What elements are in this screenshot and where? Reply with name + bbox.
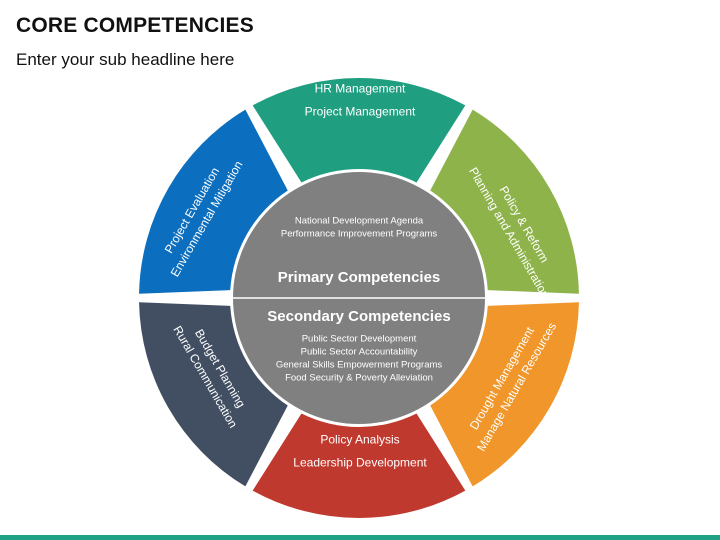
segment-top-label-1: HR Management xyxy=(315,82,406,96)
primary-item-2: Performance Improvement Programs xyxy=(281,229,438,240)
secondary-item-3: General Skills Empowerment Programs xyxy=(276,360,443,371)
secondary-item-4: Food Security & Poverty Alleviation xyxy=(285,373,433,384)
secondary-item-2: Public Sector Accountability xyxy=(301,347,418,358)
segment-upper-right xyxy=(430,109,579,294)
segment-upper-left xyxy=(139,109,288,294)
page-title: CORE COMPETENCIES xyxy=(16,14,254,37)
segment-lower-left xyxy=(139,302,288,487)
segment-top-label-2: Project Management xyxy=(305,105,416,119)
primary-heading: Primary Competencies xyxy=(278,269,441,286)
segment-bottom-label-1: Policy Analysis xyxy=(320,433,399,447)
secondary-heading: Secondary Competencies xyxy=(267,308,450,325)
page-subtitle: Enter your sub headline here xyxy=(16,50,235,69)
segment-bottom-label-2: Leadership Development xyxy=(293,456,427,470)
secondary-item-1: Public Sector Development xyxy=(302,334,417,345)
primary-item-1: National Development Agenda xyxy=(295,216,424,227)
segment-lower-right xyxy=(430,302,579,487)
segment-top xyxy=(252,78,466,183)
footer-bar xyxy=(0,535,720,540)
segment-bottom xyxy=(252,413,466,518)
